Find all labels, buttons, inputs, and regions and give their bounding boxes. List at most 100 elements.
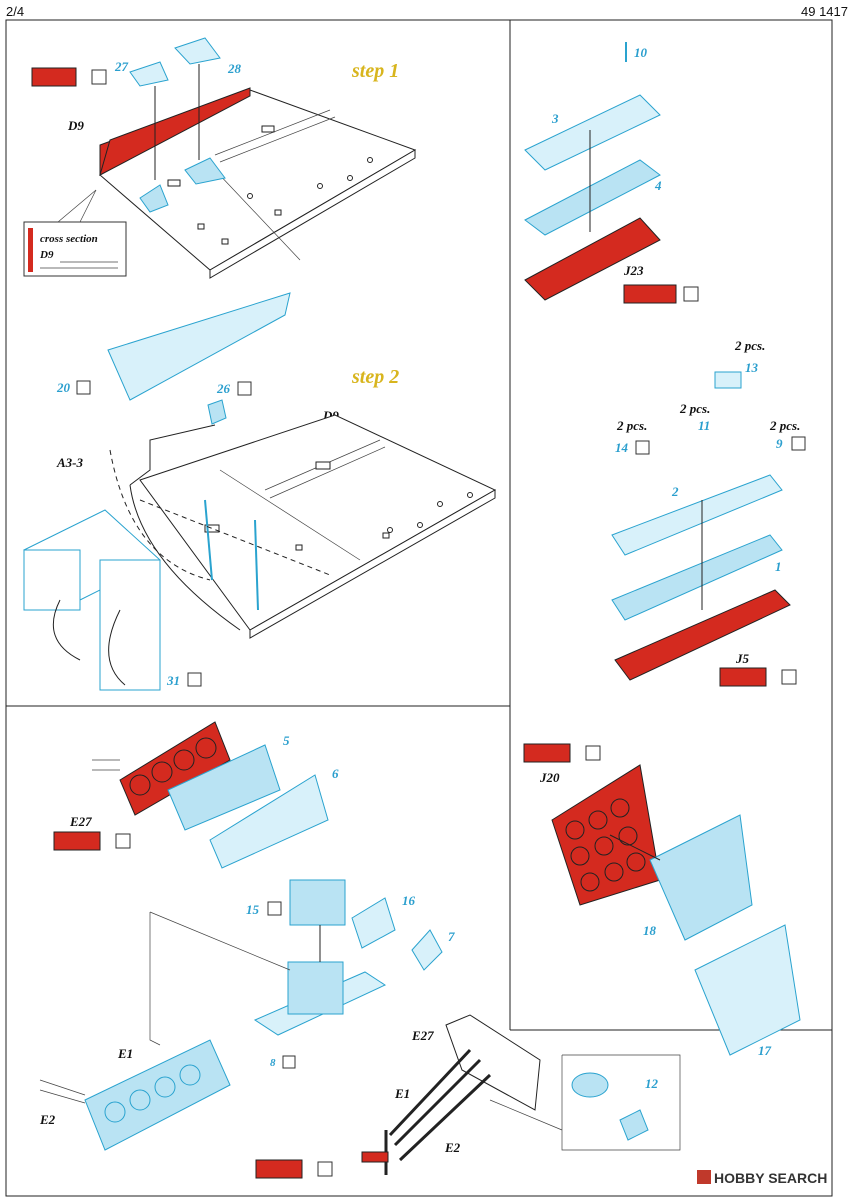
part6	[209, 774, 329, 869]
part-27-label: 27	[114, 59, 129, 74]
part-26-label: 26	[216, 381, 231, 396]
d9-label-step1: D9	[67, 118, 84, 133]
part12-callout	[561, 1054, 681, 1151]
part-28-label: 28	[227, 61, 242, 76]
j23-label: J23	[623, 263, 644, 278]
watermark-logo-icon	[697, 1170, 711, 1184]
pedal-red	[361, 1151, 389, 1163]
fold-check-icon	[282, 1055, 296, 1069]
j23-red-panel	[524, 217, 661, 301]
part26	[207, 399, 227, 425]
part2	[611, 474, 783, 556]
part15	[289, 879, 346, 926]
pcs-11-label: 2 pcs.	[679, 401, 710, 416]
part12	[619, 1109, 649, 1141]
fold-check-icon	[237, 381, 252, 396]
pcs-9-label: 2 pcs.	[769, 418, 800, 433]
j20-gauges	[565, 798, 646, 892]
cross-section-label: cross section	[40, 233, 98, 245]
paint-swatch-icon	[255, 1159, 303, 1179]
cross-section-callout: cross section D9	[23, 189, 127, 277]
j5-label: J5	[735, 651, 750, 666]
paint-swatch-icon	[623, 284, 677, 304]
part3	[524, 94, 661, 171]
paint-swatch-icon	[523, 743, 571, 763]
part-18-label: 18	[643, 923, 657, 938]
part17	[694, 924, 801, 1056]
d9-red-panel	[99, 87, 251, 176]
part-15-label: 15	[246, 902, 260, 917]
cross-section-d9: D9	[39, 249, 54, 261]
step2-floor-assembly	[109, 414, 497, 639]
part-5-label: 5	[283, 733, 290, 748]
e1-label-lower: E1	[394, 1086, 410, 1101]
part28	[174, 37, 221, 65]
e27-gauges	[129, 737, 217, 796]
part-11-label: 11	[698, 418, 710, 433]
e2-label-lower: E2	[444, 1140, 461, 1155]
part31-frame	[23, 509, 161, 691]
part-6-label: 6	[332, 766, 339, 781]
part5	[167, 744, 281, 831]
part27-placed	[139, 184, 169, 213]
hatch-icon	[781, 669, 797, 685]
j20-label: J20	[539, 770, 560, 785]
fold-check-icon	[187, 672, 202, 687]
pcs-13-label: 2 pcs.	[734, 338, 765, 353]
part-16-label: 16	[402, 893, 416, 908]
part-12-label: 12	[645, 1076, 659, 1091]
part7	[411, 929, 443, 971]
hatch-icon	[585, 745, 601, 761]
step1-floor-assembly	[99, 87, 417, 279]
e1-label-left: E1	[117, 1046, 133, 1061]
part-4-label: 4	[654, 178, 662, 193]
part-10-label: 10	[634, 45, 648, 60]
apply-decal-icon	[91, 69, 107, 85]
kit-code: 49 1417	[801, 4, 848, 19]
part-2-label: 2	[671, 484, 679, 499]
paint-swatch-icon	[719, 667, 767, 687]
hatch-icon	[683, 286, 699, 302]
e2-label-left: E2	[39, 1112, 56, 1127]
e1-gauges	[104, 1064, 201, 1123]
part27	[129, 61, 169, 87]
fold-check-icon	[267, 901, 282, 916]
part16	[351, 897, 396, 949]
part18	[649, 814, 753, 941]
part15-placed	[287, 961, 344, 1015]
part-31-label: 31	[166, 673, 180, 688]
page-frame	[5, 19, 833, 1197]
step1-title: step 1	[351, 60, 399, 82]
pcs-14-label: 2 pcs.	[616, 418, 647, 433]
e1-panel-cyan	[84, 1039, 231, 1151]
fold-check-icon	[76, 380, 91, 395]
page-number: 2/4	[6, 4, 25, 19]
paint-swatch-icon	[53, 831, 101, 851]
e27-label-upper: E27	[69, 814, 92, 829]
part28-placed	[184, 157, 226, 185]
part4	[524, 159, 661, 236]
hatch-icon	[115, 833, 131, 849]
part1	[611, 534, 783, 621]
watermark-text: HOBBY SEARCH	[714, 1170, 827, 1186]
part-7-label: 7	[448, 929, 455, 944]
part-9-label: 9	[776, 436, 783, 451]
fold-check-icon	[635, 440, 650, 455]
part-14-label: 14	[615, 440, 629, 455]
step2-title: step 2	[351, 366, 399, 388]
paint-swatch-icon	[31, 67, 77, 87]
part-20-label: 20	[56, 380, 71, 395]
part-17-label: 17	[758, 1043, 772, 1058]
j5-red-panel	[614, 589, 791, 681]
apply-decal-icon	[317, 1161, 333, 1177]
fold-check-icon	[791, 436, 806, 451]
j20-red-panel	[551, 764, 661, 906]
part12-lens	[571, 1072, 609, 1098]
part-1-label: 1	[775, 559, 782, 574]
part-3-label: 3	[551, 111, 559, 126]
part-8-label: 8	[270, 1057, 276, 1069]
a3-3-label: A3-3	[56, 455, 84, 470]
e27-label-lower: E27	[411, 1028, 434, 1043]
part-13-label: 13	[745, 360, 759, 375]
